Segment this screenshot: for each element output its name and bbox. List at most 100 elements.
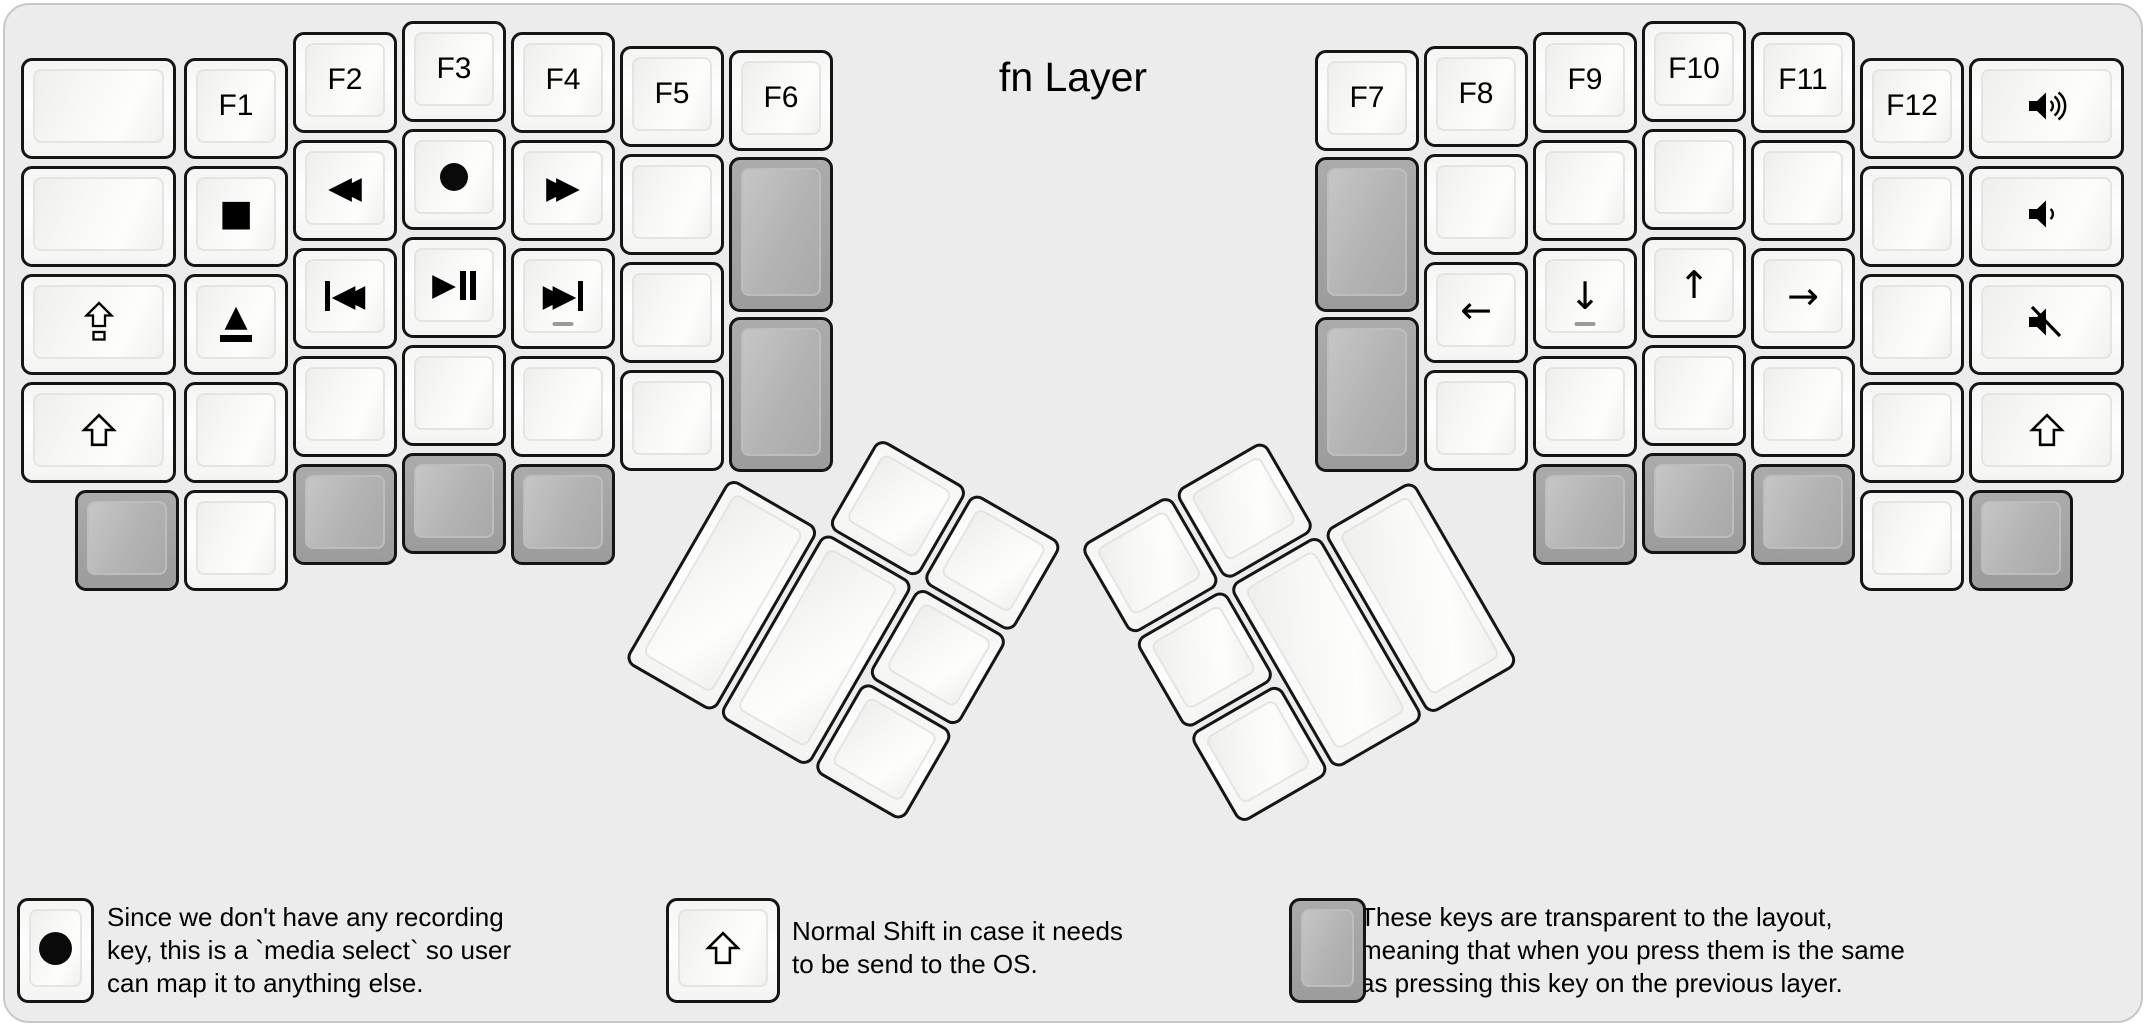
homing-bar [552, 322, 574, 326]
down-arrow-icon: ↓ [1569, 274, 1601, 318]
key-ffwd[interactable]: ▶▶ [511, 140, 615, 241]
key-blank[interactable] [1642, 345, 1746, 446]
key-blank[interactable] [1533, 140, 1637, 241]
keycap: F11 [1763, 43, 1843, 117]
key-blank[interactable] [1533, 356, 1637, 457]
keycap [1436, 381, 1516, 455]
key-f12[interactable]: F12 [1860, 58, 1964, 159]
f5-label: F5 [654, 77, 690, 110]
volume-up-icon [2028, 91, 2066, 121]
key-blank[interactable] [21, 166, 176, 267]
key-f3[interactable]: F3 [402, 21, 506, 122]
key-transparent[interactable] [1315, 317, 1419, 472]
key-blank[interactable] [1642, 129, 1746, 230]
key-mute[interactable] [1969, 274, 2124, 375]
f2-label: F2 [327, 63, 363, 96]
key-f9[interactable]: F9 [1533, 32, 1637, 133]
key-transparent[interactable] [1533, 464, 1637, 565]
keycap [523, 475, 603, 549]
key-blank[interactable] [1751, 356, 1855, 457]
keycap [305, 475, 385, 549]
keycap: F5 [632, 57, 712, 131]
keycap [1327, 168, 1407, 296]
key-transparent[interactable] [1969, 490, 2073, 591]
key-transparent[interactable] [1751, 464, 1855, 565]
key-f1[interactable]: F1 [184, 58, 288, 159]
keycap: F1 [196, 69, 276, 143]
fast-forward-icon: ▶▶ [546, 169, 580, 206]
key-up[interactable]: ↑ [1642, 237, 1746, 338]
key-voldown[interactable] [1969, 166, 2124, 267]
key-transparent[interactable] [729, 157, 833, 312]
key-shift[interactable] [21, 382, 176, 483]
key-blank[interactable] [620, 154, 724, 255]
key-blank[interactable] [1860, 166, 1964, 267]
key-left[interactable]: ← [1424, 262, 1528, 363]
key-rewind[interactable]: ◀◀ [293, 140, 397, 241]
key-transparent[interactable] [1642, 453, 1746, 554]
keycap [678, 909, 768, 987]
keycap [1872, 501, 1952, 575]
keycap [1981, 393, 2112, 467]
key-blank[interactable] [1860, 490, 1964, 591]
keycap [1654, 464, 1734, 538]
page-title: fn Layer [998, 54, 1148, 100]
keycap: ↑ [1654, 248, 1734, 322]
key-transparent[interactable] [729, 317, 833, 472]
key-transparent[interactable] [511, 464, 615, 565]
keycap: ■ [196, 177, 276, 251]
key-f8[interactable]: F8 [1424, 46, 1528, 147]
keycap [741, 328, 821, 456]
key-blank[interactable] [620, 262, 724, 363]
keycap [1981, 69, 2112, 143]
key-f10[interactable]: F10 [1642, 21, 1746, 122]
key-f11[interactable]: F11 [1751, 32, 1855, 133]
key-volup[interactable] [1969, 58, 2124, 159]
key-record_big[interactable] [17, 898, 94, 1003]
key-transparent[interactable] [1289, 898, 1366, 1003]
key-blank[interactable] [511, 356, 615, 457]
key-transparent[interactable] [293, 464, 397, 565]
up-arrow-icon: ↑ [1678, 263, 1710, 307]
key-capslock[interactable] [21, 274, 176, 375]
key-blank[interactable] [184, 490, 288, 591]
key-blank[interactable] [1751, 140, 1855, 241]
key-eject[interactable]: ▲ [184, 274, 288, 375]
key-f7[interactable]: F7 [1315, 50, 1419, 151]
key-play[interactable]: ▶ [402, 237, 506, 338]
key-right[interactable]: → [1751, 248, 1855, 349]
key-record[interactable] [402, 129, 506, 230]
key-stop[interactable]: ■ [184, 166, 288, 267]
key-transparent[interactable] [402, 453, 506, 554]
keycap: ▲ [196, 285, 276, 359]
keycap: → [1763, 259, 1843, 333]
key-transparent[interactable] [1315, 157, 1419, 312]
key-f4[interactable]: F4 [511, 32, 615, 133]
keycap [33, 69, 164, 143]
keycap: F12 [1872, 69, 1952, 143]
keycap [1872, 177, 1952, 251]
key-f5[interactable]: F5 [620, 46, 724, 147]
key-f6[interactable]: F6 [729, 50, 833, 151]
key-f2[interactable]: F2 [293, 32, 397, 133]
key-prev[interactable]: ◀◀ [293, 248, 397, 349]
key-blank[interactable] [1860, 274, 1964, 375]
keycap [1301, 909, 1354, 987]
key-blank[interactable] [1860, 382, 1964, 483]
key-blank[interactable] [184, 382, 288, 483]
keycap [1654, 140, 1734, 214]
key-blank[interactable] [402, 345, 506, 446]
key-blank[interactable] [620, 370, 724, 471]
key-blank[interactable] [1424, 370, 1528, 471]
key-blank[interactable] [21, 58, 176, 159]
key-blank[interactable] [293, 356, 397, 457]
keycap: ← [1436, 273, 1516, 347]
keycap [33, 285, 164, 359]
key-shift[interactable] [666, 898, 780, 1003]
key-transparent[interactable] [75, 490, 179, 591]
key-shift[interactable] [1969, 382, 2124, 483]
key-next[interactable]: ▶▶ [511, 248, 615, 349]
key-down[interactable]: ↓ [1533, 248, 1637, 349]
key-blank[interactable] [1424, 154, 1528, 255]
